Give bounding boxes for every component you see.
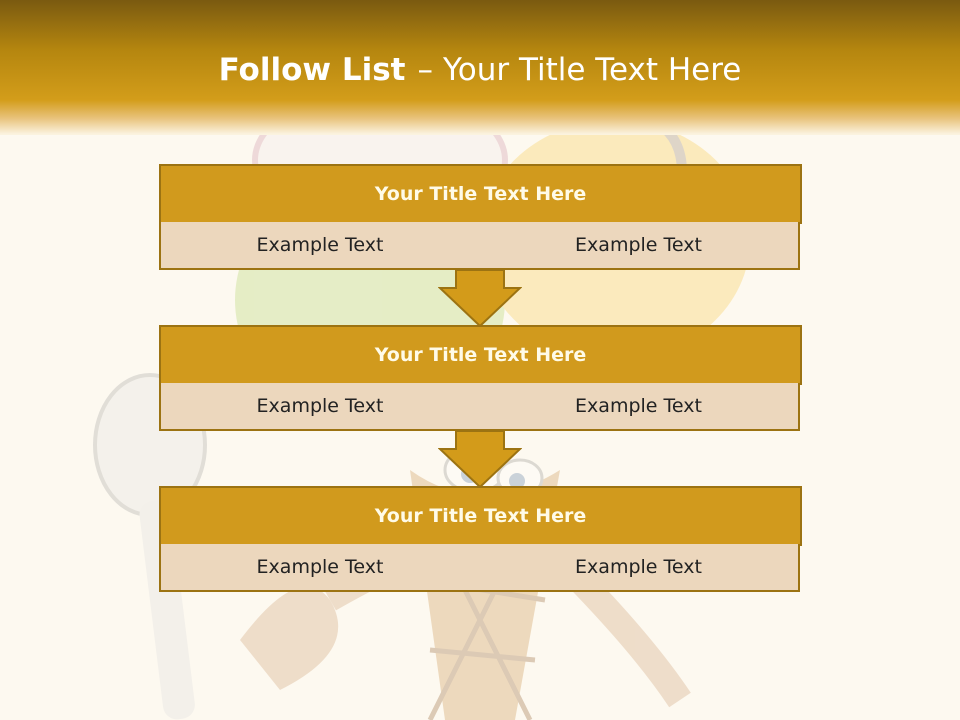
step-box-2: Your Title Text Here Example Text Exampl…: [159, 325, 802, 431]
step-cell-right: Example Text: [479, 383, 800, 431]
down-arrow-icon: [438, 270, 522, 328]
step-box-1: Your Title Text Here Example Text Exampl…: [159, 164, 802, 270]
title-dash: –: [417, 52, 433, 88]
title-rest: Your Title Text Here: [442, 52, 742, 88]
down-arrow-icon: [438, 431, 522, 489]
header-band: [0, 0, 960, 135]
step-title: Your Title Text Here: [159, 325, 802, 385]
step-cell-left: Example Text: [159, 222, 481, 270]
step-title: Your Title Text Here: [159, 164, 802, 224]
slide-title: Follow List–Your Title Text Here: [0, 52, 960, 88]
step-cell-right: Example Text: [479, 544, 800, 592]
step-title: Your Title Text Here: [159, 486, 802, 546]
step-cell-left: Example Text: [159, 383, 481, 431]
step-cell-left: Example Text: [159, 544, 481, 592]
step-cell-right: Example Text: [479, 222, 800, 270]
title-bold: Follow List: [218, 52, 406, 88]
step-box-3: Your Title Text Here Example Text Exampl…: [159, 486, 802, 592]
